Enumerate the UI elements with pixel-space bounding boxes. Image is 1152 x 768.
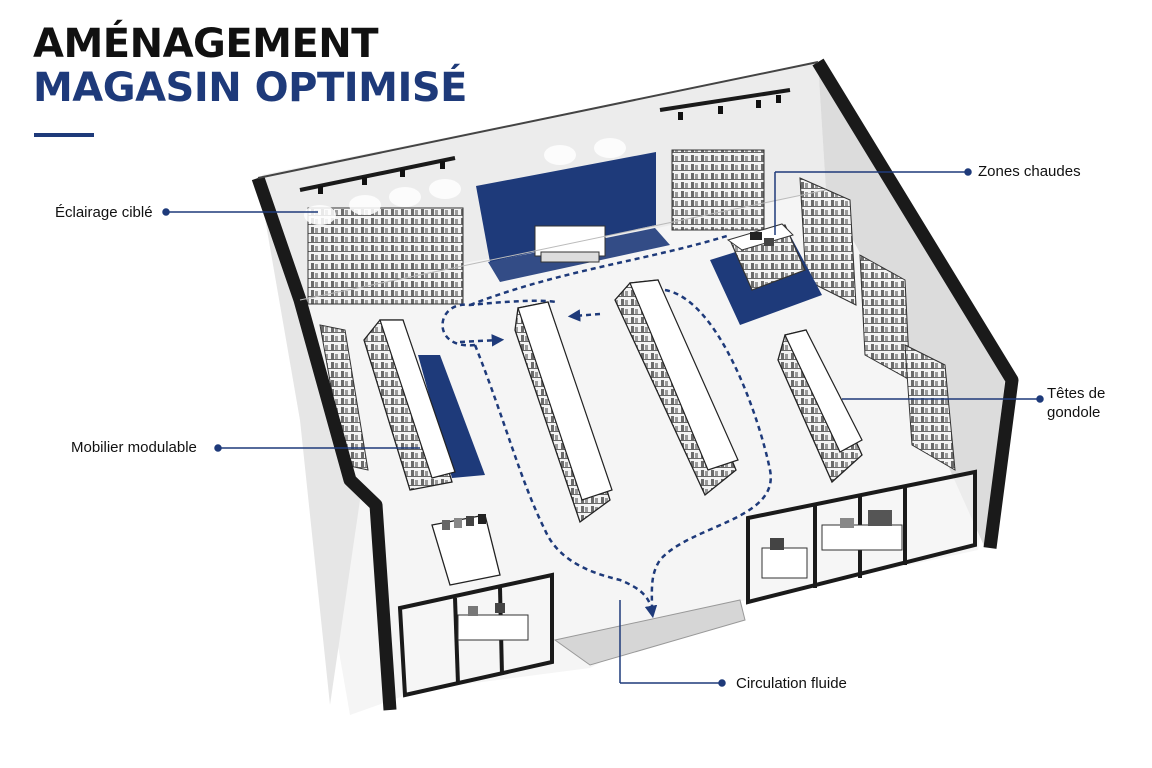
right-wall-edge — [812, 58, 1019, 549]
right-wall — [818, 62, 1005, 548]
storefront-right-display — [761, 510, 903, 579]
label-hot-zones: Zones chaudes — [978, 163, 1081, 180]
right-wall-shelving-1 — [799, 177, 857, 306]
display-table — [431, 514, 501, 586]
back-shelving-right — [671, 149, 765, 231]
label-lighting: Éclairage ciblé — [55, 204, 153, 221]
left-wall — [258, 178, 360, 705]
label-fluid-circulation: Circulation fluide — [736, 675, 847, 692]
page-title: AMÉNAGEMENT MAGASIN OPTIMISÉ — [33, 22, 467, 110]
back-shelving-left — [307, 207, 464, 305]
gondola-3 — [614, 279, 739, 497]
gondola-2 — [514, 301, 613, 524]
circulation-arrow-2 — [567, 309, 601, 322]
gondola-4 — [777, 329, 863, 484]
storefront-left-display — [457, 603, 529, 641]
title-underline — [34, 133, 94, 137]
label-gondola-ends: Têtes de gondole — [1047, 384, 1105, 422]
spotlights — [318, 95, 781, 194]
label-modular-furniture: Mobilier modulable — [71, 439, 197, 456]
label-gondola-ends-line2: gondole — [1047, 404, 1101, 421]
circulation-path-loop — [650, 288, 772, 613]
title-line-1: AMÉNAGEMENT — [33, 21, 379, 67]
circulation-arrow-1 — [459, 334, 505, 347]
title-line-2: MAGASIN OPTIMISÉ — [33, 65, 467, 111]
circulation-path-main — [469, 233, 731, 307]
callout-leaders — [162, 168, 1044, 687]
right-wall-shelving-3 — [904, 344, 956, 471]
light-glows — [304, 138, 626, 225]
circulation-path-left — [441, 299, 557, 347]
entrance-threshold — [553, 599, 746, 666]
lighting-rail-right — [659, 88, 791, 112]
label-gondola-ends-line1: Têtes de — [1047, 385, 1106, 402]
left-wall-edge — [251, 175, 397, 711]
lighting-rail-left — [299, 156, 456, 192]
circulation-path-down — [473, 344, 658, 619]
gondola-1 — [363, 319, 456, 491]
aisle-floor-zone — [418, 355, 485, 478]
